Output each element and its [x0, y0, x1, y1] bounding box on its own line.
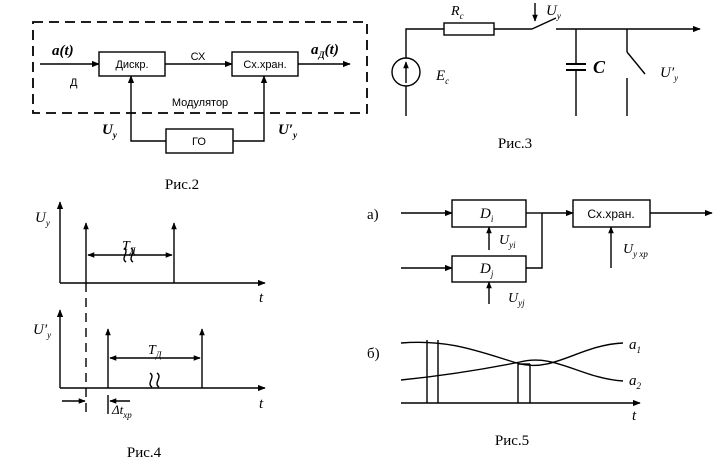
fig4-top-break2 [130, 247, 134, 263]
fig3-switch2-label: U′у [660, 65, 678, 83]
fig2-hold-label: Сх.хран. [243, 59, 286, 71]
fig5-dj-label: Dj [479, 261, 494, 279]
fig2-link-label: СХ [191, 51, 206, 63]
fig4-caption: Рис.4 [127, 445, 162, 461]
fig2-caption: Рис.2 [165, 177, 199, 193]
fig4-axis-top-label: Uу [35, 210, 50, 228]
fig2-input-label: a(t) [52, 43, 74, 59]
fig5-uyi-label: Uyi [499, 233, 516, 250]
fig3-switch1-blade [531, 17, 557, 30]
fig5-curve-a1 [400, 341, 624, 367]
fig4-top-break1 [123, 247, 127, 263]
fig5-a2-label: a2 [629, 373, 642, 391]
fig2-u-left: Uу [102, 122, 118, 140]
fig2-input-sub: Д [70, 77, 78, 89]
fig4-timing [56, 201, 266, 414]
fig3-sw2-blade [626, 51, 646, 75]
fig5-uyxp-label: Uу хр [623, 242, 648, 259]
fig4-delta-label: Δtхр [111, 402, 132, 420]
fig4-t-bottom-label: t [259, 396, 264, 412]
fig2-discr-label: Дискр. [115, 59, 148, 71]
fig2-modulator-label: Модулятор [172, 97, 228, 109]
fig2-go-right-line [233, 75, 268, 142]
fig5-block-diagram [400, 199, 713, 407]
fig5-text: а) Di Dj Сх.хран. Uyi Uyj Uу хр б) a1 a2… [367, 206, 648, 449]
fig3-switch-ctrl-label: Uу [546, 3, 561, 21]
fig4-t-top-label: t [259, 290, 264, 306]
fig2-go-left-line [127, 75, 166, 142]
fig2-output-label: aД(t) [311, 42, 339, 60]
fig5-label-a: а) [367, 207, 379, 223]
fig3-resistor [443, 22, 495, 36]
fig5-di-label: Di [479, 206, 494, 224]
fig2-u-right: U′у [278, 122, 298, 140]
fig5-curve-a2 [400, 359, 624, 382]
fig2-text: a(t) Д Дискр. СХ Сх.хран. aД(t) Модулято… [52, 42, 339, 193]
fig2-go-label: ГО [192, 136, 206, 148]
fig3-left-wire [405, 28, 444, 58]
fig3-caption: Рис.3 [498, 136, 532, 152]
fig5-a1-label: a1 [629, 337, 641, 355]
fig3-resistor-label: Rc [450, 4, 464, 21]
fig3-circuit [391, 3, 701, 116]
fig3-capacitor-label: C [593, 57, 606, 77]
fig4-period-label: TД [122, 239, 137, 256]
fig3-text: Rc Uу Ec C U′у Рис.3 [435, 3, 678, 152]
fig4-bottom-break2 [156, 372, 160, 388]
fig5-uyj-label: Uyj [508, 291, 525, 308]
fig5-caption: Рис.5 [495, 433, 529, 449]
fig5-label-b: б) [367, 346, 380, 362]
fig4-axis-bottom-label: U′у [33, 322, 51, 340]
fig5-t-label: t [632, 408, 637, 424]
fig2-modulator [32, 21, 368, 154]
fig3-source-label: Ec [435, 68, 449, 86]
fig5-hold-label: Сх.хран. [587, 207, 634, 221]
fig5-dj-out [526, 213, 543, 269]
fig4-bottom-break1 [149, 372, 153, 388]
fig4-text: Uу t TД U′у t TД Δtхр Рис.4 [33, 210, 264, 461]
fig4-period2-label: TД [148, 343, 163, 360]
fig2-modulator-frame [32, 21, 368, 114]
